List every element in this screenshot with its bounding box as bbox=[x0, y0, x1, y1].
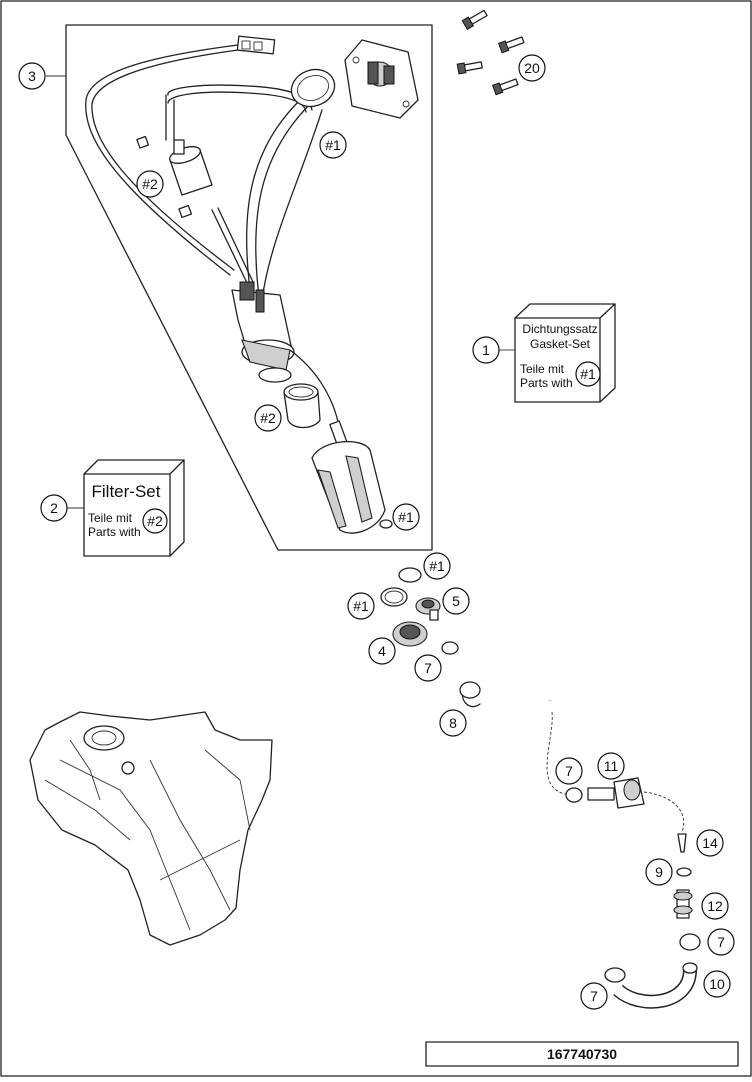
fuel-tank bbox=[29, 711, 273, 946]
fuel-hose-10 bbox=[604, 962, 698, 1009]
svg-text:7: 7 bbox=[590, 988, 598, 1004]
svg-text:#2: #2 bbox=[260, 410, 276, 426]
svg-text:4: 4 bbox=[378, 643, 386, 659]
callout-1: 1 bbox=[472, 336, 500, 364]
gasket-box-line2: Gasket-Set bbox=[530, 337, 591, 351]
callout-ref1-seal-a: #1 bbox=[423, 552, 451, 580]
callout-12: 12 bbox=[701, 892, 729, 920]
callout-10: 10 bbox=[703, 970, 731, 998]
pump-assembly-group-outline bbox=[65, 24, 433, 551]
callout-20: 20 bbox=[518, 54, 546, 82]
lower-fittings bbox=[673, 833, 701, 951]
quick-coupling bbox=[565, 777, 645, 809]
diagram-id-frame bbox=[425, 1041, 739, 1067]
flange-screws bbox=[456, 9, 525, 96]
svg-text:#1: #1 bbox=[580, 366, 596, 382]
svg-text:#1: #1 bbox=[353, 598, 369, 614]
callout-ref1-seal-b: #1 bbox=[347, 592, 375, 620]
assembly-path-2 bbox=[643, 791, 685, 833]
callout-ref1-flange: #1 bbox=[319, 131, 347, 159]
filter-box-line2: Parts with bbox=[88, 525, 141, 539]
filter-box-ref: #2 bbox=[142, 508, 168, 534]
callout-8: 8 bbox=[439, 709, 467, 737]
svg-text:9: 9 bbox=[655, 864, 663, 880]
fuel-hose-8 bbox=[458, 661, 556, 708]
filter-box-line1: Teile mit bbox=[88, 511, 133, 525]
tank-connector-parts bbox=[380, 567, 459, 655]
callout-14: 14 bbox=[696, 829, 724, 857]
inline-fuel-filter bbox=[136, 135, 213, 219]
callout-9: 9 bbox=[645, 858, 673, 886]
svg-text:#2: #2 bbox=[142, 176, 158, 192]
gasket-box-line4: Parts with bbox=[520, 376, 573, 390]
svg-text:7: 7 bbox=[717, 934, 725, 950]
fuel-pump-unit bbox=[231, 281, 341, 441]
callout-2: 2 bbox=[40, 494, 68, 522]
wiring-harness bbox=[85, 35, 276, 276]
svg-text:7: 7 bbox=[565, 763, 573, 779]
svg-text:20: 20 bbox=[524, 60, 540, 76]
gasket-box-line1: Dichtungssatz bbox=[522, 322, 597, 336]
filter-sleeve bbox=[283, 383, 321, 429]
svg-text:#1: #1 bbox=[398, 509, 414, 525]
svg-text:#1: #1 bbox=[325, 137, 341, 153]
gasket-box-ref: #1 bbox=[575, 361, 601, 387]
filter-set-box bbox=[83, 459, 185, 557]
svg-text:10: 10 bbox=[709, 976, 725, 992]
callout-7-a: 7 bbox=[414, 654, 442, 682]
flange-gasket-ring bbox=[290, 68, 336, 108]
pump-hoses bbox=[165, 84, 323, 306]
callout-ref1-oring: #1 bbox=[392, 503, 420, 531]
callout-11: 11 bbox=[597, 752, 625, 780]
svg-text:7: 7 bbox=[424, 660, 432, 676]
gasket-box-line3: Teile mit bbox=[520, 362, 565, 376]
svg-text:2: 2 bbox=[50, 500, 58, 516]
callout-ref2-sleeve: #2 bbox=[254, 404, 282, 432]
svg-text:14: 14 bbox=[702, 835, 718, 851]
callout-7-d: 7 bbox=[580, 982, 608, 1010]
svg-text:8: 8 bbox=[449, 715, 457, 731]
callout-ref2-filter: #2 bbox=[136, 170, 164, 198]
callout-7-b: 7 bbox=[555, 757, 583, 785]
svg-text:3: 3 bbox=[28, 68, 36, 84]
callout-7-c: 7 bbox=[707, 928, 735, 956]
svg-text:5: 5 bbox=[452, 593, 460, 609]
assembly-path bbox=[546, 711, 571, 796]
svg-text:#1: #1 bbox=[429, 558, 445, 574]
callout-4: 4 bbox=[368, 637, 396, 665]
svg-text:12: 12 bbox=[707, 898, 723, 914]
filter-box-title: Filter-Set bbox=[92, 482, 161, 501]
diagram-id: 167740730 bbox=[547, 1046, 617, 1062]
svg-text:11: 11 bbox=[604, 758, 619, 774]
callout-5: 5 bbox=[442, 587, 470, 615]
pump-flange-plate bbox=[344, 39, 419, 119]
svg-text:1: 1 bbox=[482, 342, 490, 358]
fuel-strainer bbox=[311, 420, 393, 534]
svg-text:#2: #2 bbox=[147, 513, 163, 529]
callout-3: 3 bbox=[18, 62, 46, 90]
